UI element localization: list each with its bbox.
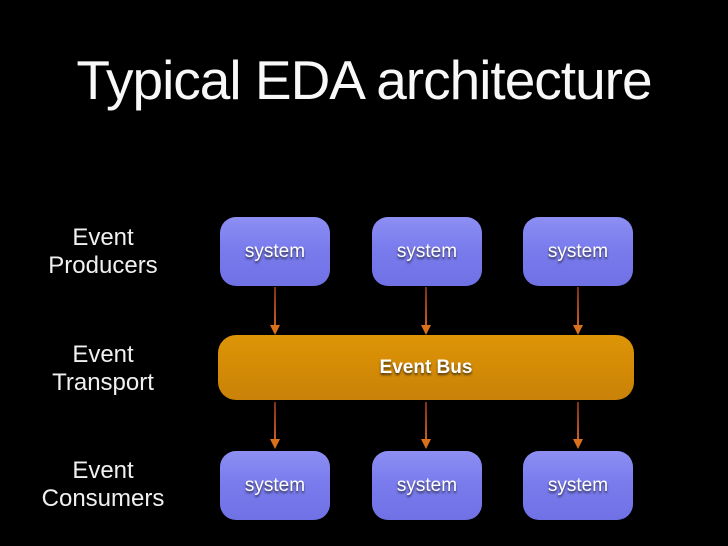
producer-system-box-3: system xyxy=(523,217,633,286)
arrow-shaft xyxy=(425,402,427,440)
slide-title: Typical EDA architecture xyxy=(76,49,652,111)
arrow-shaft xyxy=(425,287,427,326)
label-event-producers: Event Producers xyxy=(48,224,158,279)
arrow-shaft xyxy=(577,402,579,440)
arrow-shaft xyxy=(274,402,276,440)
producer-to-bus-arrow-3 xyxy=(572,287,584,335)
producer-system-box-1: system xyxy=(220,217,330,286)
consumer-system-label-2: system xyxy=(396,474,458,496)
producer-to-bus-arrow-2 xyxy=(420,287,432,335)
consumer-system-box-1: system xyxy=(220,451,330,520)
arrow-shaft xyxy=(577,287,579,326)
consumer-system-label-1: system xyxy=(244,474,306,496)
bus-to-consumer-arrow-3 xyxy=(572,402,584,449)
producer-system-label-2: system xyxy=(396,240,458,262)
bus-to-consumer-arrow-2 xyxy=(420,402,432,449)
producer-system-label-3: system xyxy=(547,240,609,262)
consumer-system-box-3: system xyxy=(523,451,633,520)
arrow-down-icon xyxy=(270,325,280,335)
producer-system-label-1: system xyxy=(244,240,306,262)
arrow-down-icon xyxy=(421,325,431,335)
producer-system-box-2: system xyxy=(372,217,482,286)
arrow-down-icon xyxy=(573,439,583,449)
label-event-consumers: Event Consumers xyxy=(41,457,165,512)
arrow-down-icon xyxy=(270,439,280,449)
consumer-system-box-2: system xyxy=(372,451,482,520)
producer-to-bus-arrow-1 xyxy=(269,287,281,335)
consumer-system-label-3: system xyxy=(547,474,609,496)
arrow-shaft xyxy=(274,287,276,326)
arrow-down-icon xyxy=(573,325,583,335)
bus-to-consumer-arrow-1 xyxy=(269,402,281,449)
label-event-transport: Event Transport xyxy=(52,341,154,396)
event-bus: Event Bus xyxy=(218,335,634,400)
arrow-down-icon xyxy=(421,439,431,449)
event-bus-label: Event Bus xyxy=(379,356,473,378)
